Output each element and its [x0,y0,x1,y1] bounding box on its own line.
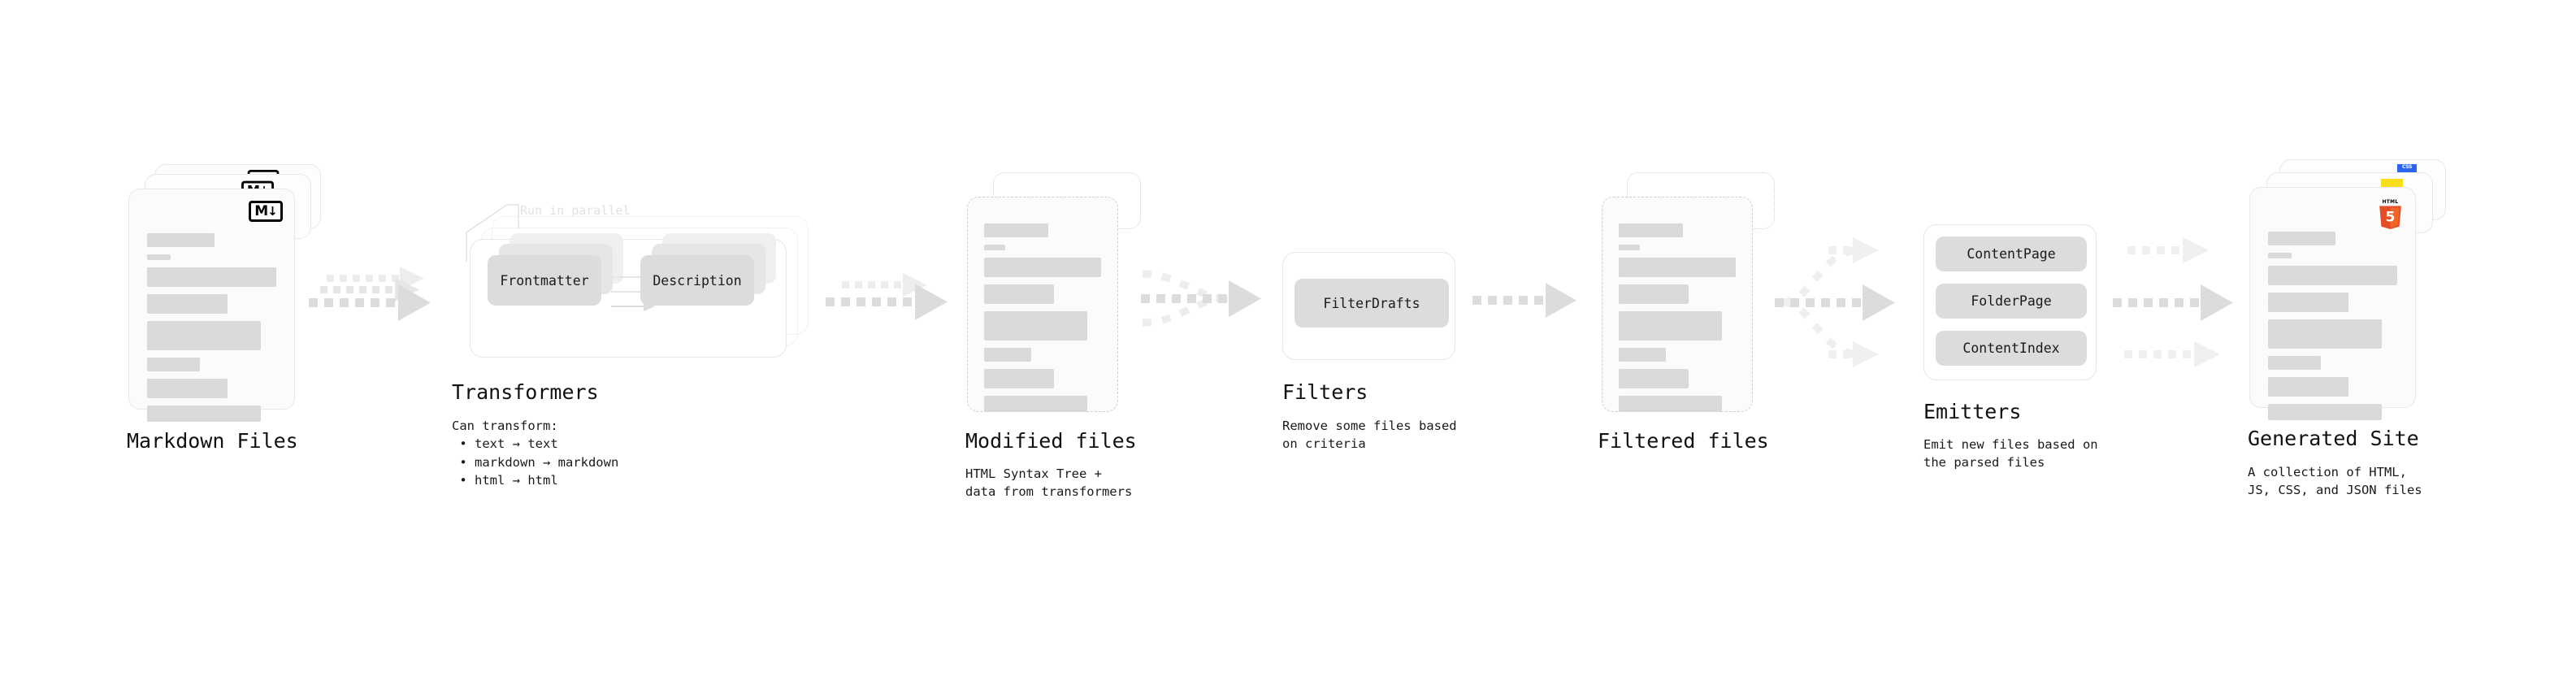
markdown-card-front: M↓ [128,189,295,422]
modified-card-front [967,197,1118,412]
filtered-card-front [1602,197,1753,412]
arrow-transformers-to-modified [826,273,948,320]
transformers-subtitle: Can transform: • text → text • markdown … [452,419,619,488]
html5-badge: HTML 5 [2379,200,2401,230]
contentindex-pill-label: ContentIndex [1962,340,2060,356]
arrow-emitters-to-site [2113,237,2233,367]
placeholder-bar [2268,293,2348,312]
placeholder-bar [984,258,1101,277]
placeholder-bar [2268,266,2397,285]
svg-text:5: 5 [2386,210,2396,226]
emitters-box: ContentPage FolderPage ContentIndex [1923,224,2097,380]
placeholder-bar [1619,396,1722,412]
filterdrafts-pill[interactable]: FilterDrafts [1295,279,1449,327]
frontmatter-pill-label: Frontmatter [500,272,589,288]
contentpage-pill[interactable]: ContentPage [1936,236,2087,271]
folderpage-pill[interactable]: FolderPage [1936,284,2087,319]
run-in-parallel-label: Run in parallel [520,203,631,218]
folderpage-pill-label: FolderPage [1971,293,2052,309]
placeholder-bar [984,223,1049,237]
filterdrafts-pill-label: FilterDrafts [1323,295,1420,311]
contentpage-pill-label: ContentPage [1967,246,2056,262]
placeholder-bar [147,379,228,398]
modified-files-title: Modified files [965,429,1137,453]
filters-box: FilterDrafts [1282,252,1455,360]
placeholder-bar [984,311,1087,340]
emitters-title: Emitters [1923,400,2022,423]
placeholder-bar [1619,245,1640,250]
generated-site-subtitle: A collection of HTML, JS, CSS, and JSON … [2248,465,2422,498]
filters-title: Filters [1282,380,1368,404]
markdown-badge-front: M↓ [249,201,283,222]
css-badge-label: CSS [2402,164,2412,170]
placeholder-bar [984,245,1005,250]
placeholder-bar [1619,311,1722,340]
placeholder-bar [1619,284,1689,304]
markdown-files-title: Markdown Files [127,429,298,453]
transformers-title: Transformers [452,380,599,404]
site-card-front: HTML 5 [2249,187,2416,420]
placeholder-bar [2268,319,2382,349]
modified-placeholder-lines [984,223,1101,419]
placeholder-bar [2268,253,2292,258]
placeholder-bar [2268,356,2322,370]
placeholder-bar [984,284,1055,304]
filtered-files-title: Filtered files [1598,429,1769,453]
modified-files-subtitle: HTML Syntax Tree + data from transformer… [965,466,1133,500]
css-badge: CSS [2397,164,2417,173]
contentindex-pill[interactable]: ContentIndex [1936,331,2087,366]
filters-subtitle: Remove some files based on criteria [1282,419,1457,452]
placeholder-bar [2268,404,2382,420]
placeholder-bar [1619,223,1684,237]
placeholder-bar [147,358,201,371]
placeholder-bar [147,254,171,260]
placeholder-bar [1619,258,1736,277]
placeholder-bar [2268,377,2348,397]
arrow-filters-to-filtered [1472,283,1576,318]
arrow-modified-to-filters [1141,270,1261,327]
placeholder-bar [1619,369,1689,388]
arrow-filtered-to-emitters [1775,237,1895,367]
placeholder-bar [984,396,1087,412]
run-in-parallel-bracket [466,204,519,262]
emitters-subtitle: Emit new files based on the parsed files [1923,437,2098,471]
filtered-placeholder-lines [1619,223,1736,419]
placeholder-bar [147,233,215,247]
markdown-placeholder-lines [147,233,276,429]
placeholder-bar [984,348,1031,362]
placeholder-bar [147,267,276,287]
description-pill[interactable]: Description [640,255,754,306]
placeholder-bar [2268,232,2335,245]
placeholder-bar [147,321,261,350]
placeholder-bar [1619,348,1666,362]
placeholder-bar [147,406,261,422]
placeholder-bar [984,369,1055,388]
site-placeholder-lines [2268,232,2397,427]
description-pill-label: Description [653,272,742,288]
svg-text:HTML: HTML [2382,200,2398,205]
arrow-markdown-to-transformers [309,267,431,321]
placeholder-bar [147,294,228,314]
frontmatter-pill[interactable]: Frontmatter [488,255,601,306]
generated-site-title: Generated Site [2248,427,2419,450]
